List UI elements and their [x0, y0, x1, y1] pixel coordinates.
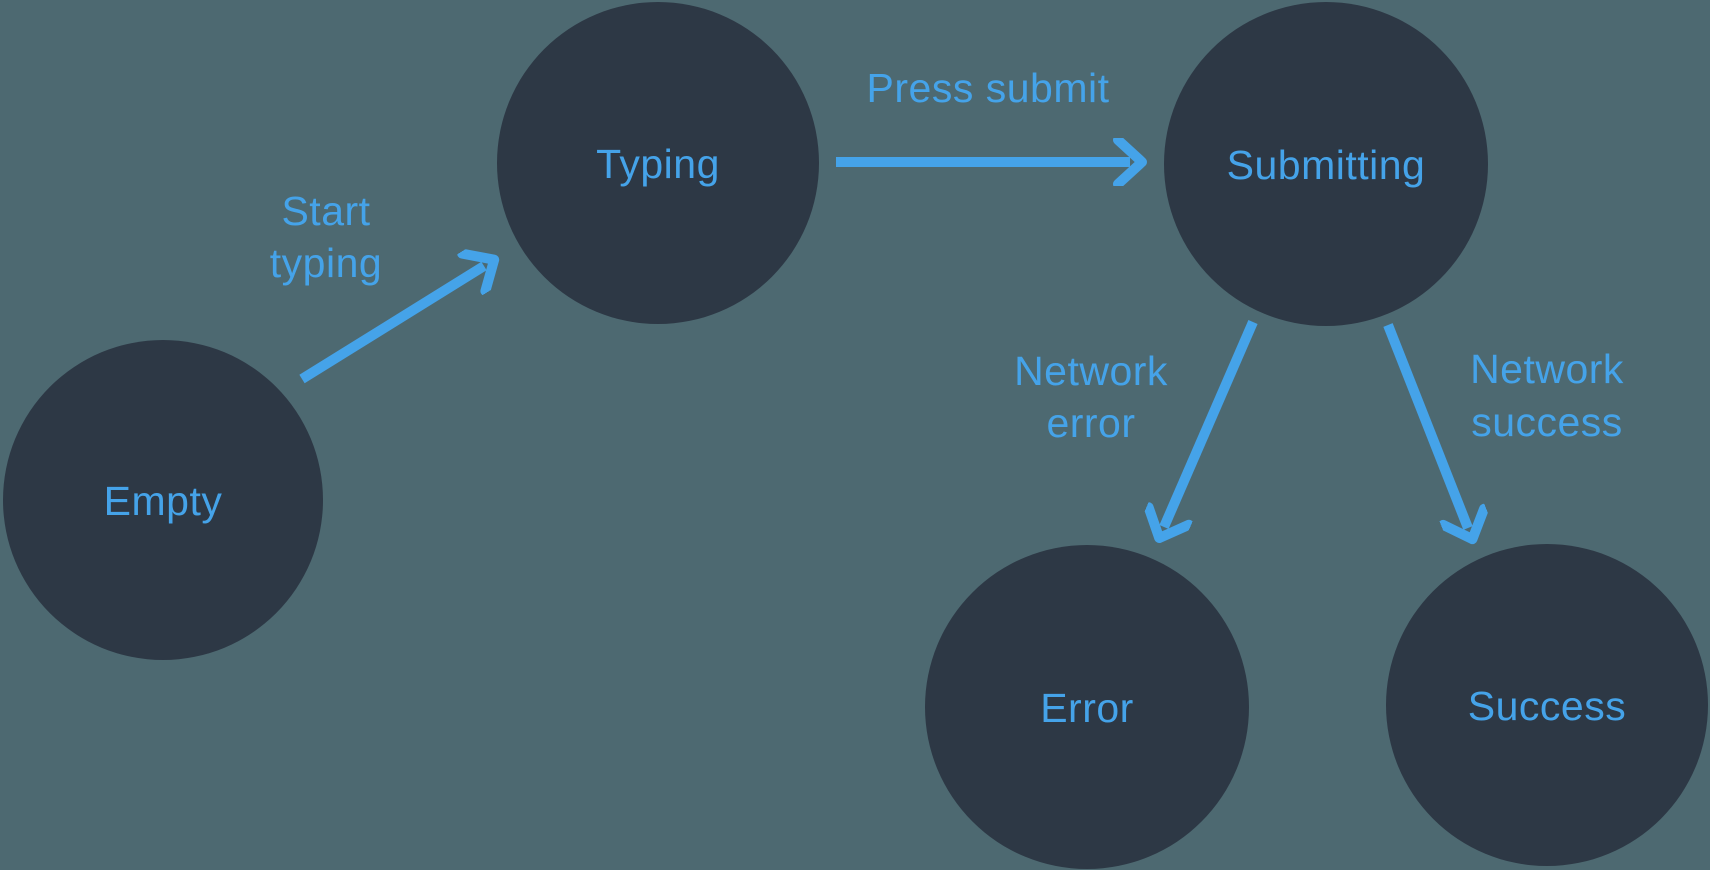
transition-label-line: typing — [270, 240, 382, 286]
transition-label-start-typing: Start typing — [270, 188, 382, 286]
transition-label-line: Network — [1014, 348, 1168, 394]
state-node-success — [1386, 544, 1708, 866]
transition-label-line: Start — [281, 188, 370, 234]
transition-arrow-start-typing — [299, 266, 484, 384]
transition-arrow-network-error — [1164, 320, 1258, 527]
state-node-typing — [497, 2, 819, 324]
transition-label-network-success: Network success — [1470, 346, 1624, 445]
transition-label-line: error — [1046, 400, 1135, 446]
transition-label-line: success — [1471, 399, 1623, 445]
state-node-label-typing: Typing — [596, 141, 720, 187]
transition-arrow-network-success — [1383, 323, 1468, 528]
state-node-empty — [3, 340, 323, 660]
transition-label-press-submit: Press submit — [867, 65, 1110, 111]
state-node-label-error: Error — [1040, 685, 1134, 731]
state-node-submitting — [1164, 2, 1488, 326]
transition-label-line: Press submit — [867, 65, 1110, 111]
state-node-error — [925, 545, 1249, 869]
state-node-label-empty: Empty — [104, 478, 223, 524]
state-node-label-success: Success — [1468, 683, 1626, 729]
state-node-label-submitting: Submitting — [1227, 142, 1426, 188]
transition-label-line: Network — [1470, 346, 1624, 392]
transition-label-network-error: Network error — [1014, 348, 1168, 446]
